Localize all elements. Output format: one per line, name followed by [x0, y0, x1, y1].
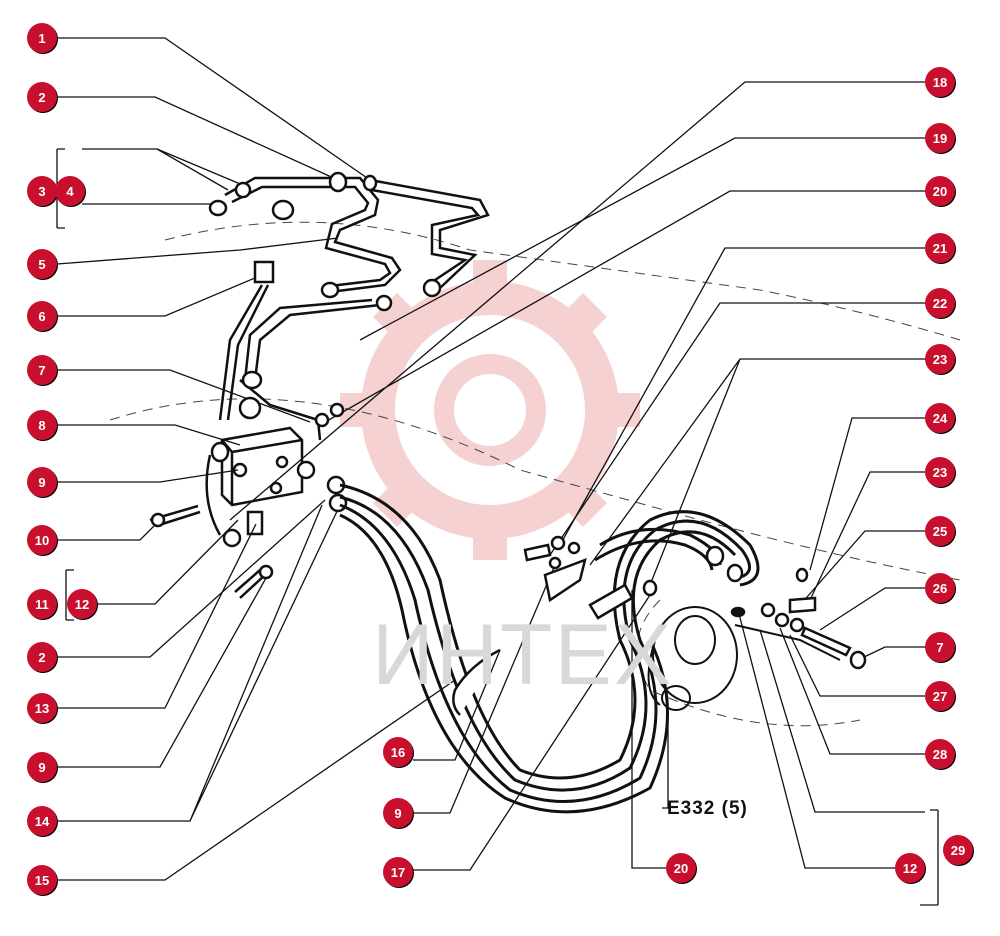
callout-c15: 15	[27, 865, 57, 895]
callout-c8: 8	[27, 410, 57, 440]
callout-c20b: 20	[666, 853, 696, 883]
callout-c12b: 12	[895, 853, 925, 883]
callout-c21: 21	[925, 233, 955, 263]
watermark-text: ИНТЕХ	[372, 607, 674, 703]
callout-c27: 27	[925, 681, 955, 711]
callout-c23b: 23	[925, 457, 955, 487]
callout-c7a: 7	[27, 355, 57, 385]
callout-c2a: 2	[27, 82, 57, 112]
callout-c4: 4	[55, 176, 85, 206]
callout-c1: 1	[27, 23, 57, 53]
callout-c6: 6	[27, 301, 57, 331]
callout-c28: 28	[925, 739, 955, 769]
callout-c11: 11	[27, 589, 57, 619]
callout-c24: 24	[925, 403, 955, 433]
callout-c12a: 12	[67, 589, 97, 619]
callout-c22: 22	[925, 288, 955, 318]
upper-pipes	[218, 176, 490, 421]
callout-c17: 17	[383, 857, 413, 887]
watermark-gear	[340, 260, 640, 560]
valve-block	[149, 379, 322, 599]
callout-c5: 5	[27, 249, 57, 279]
callout-c9b: 9	[27, 752, 57, 782]
callout-c3: 3	[27, 176, 57, 206]
right-fittings	[452, 535, 867, 716]
callout-c9c: 9	[383, 798, 413, 828]
leader-lines	[56, 37, 939, 906]
hydraulic-pump	[647, 606, 841, 711]
callout-c9a: 9	[27, 467, 57, 497]
fittings	[150, 171, 442, 580]
callout-c19: 19	[925, 123, 955, 153]
callout-c2b: 2	[27, 642, 57, 672]
callout-c13: 13	[27, 693, 57, 723]
callout-c25: 25	[925, 516, 955, 546]
callout-c20a: 20	[925, 176, 955, 206]
body-outline	[109, 221, 961, 727]
callout-c26: 26	[925, 573, 955, 603]
reference-label: E332 (5)	[667, 798, 748, 819]
callout-c10: 10	[27, 525, 57, 555]
callout-c14: 14	[27, 806, 57, 836]
callout-c29: 29	[943, 835, 973, 865]
callout-c18: 18	[925, 67, 955, 97]
callout-c23a: 23	[925, 344, 955, 374]
callout-c7b: 7	[925, 632, 955, 662]
callout-c16: 16	[383, 737, 413, 767]
